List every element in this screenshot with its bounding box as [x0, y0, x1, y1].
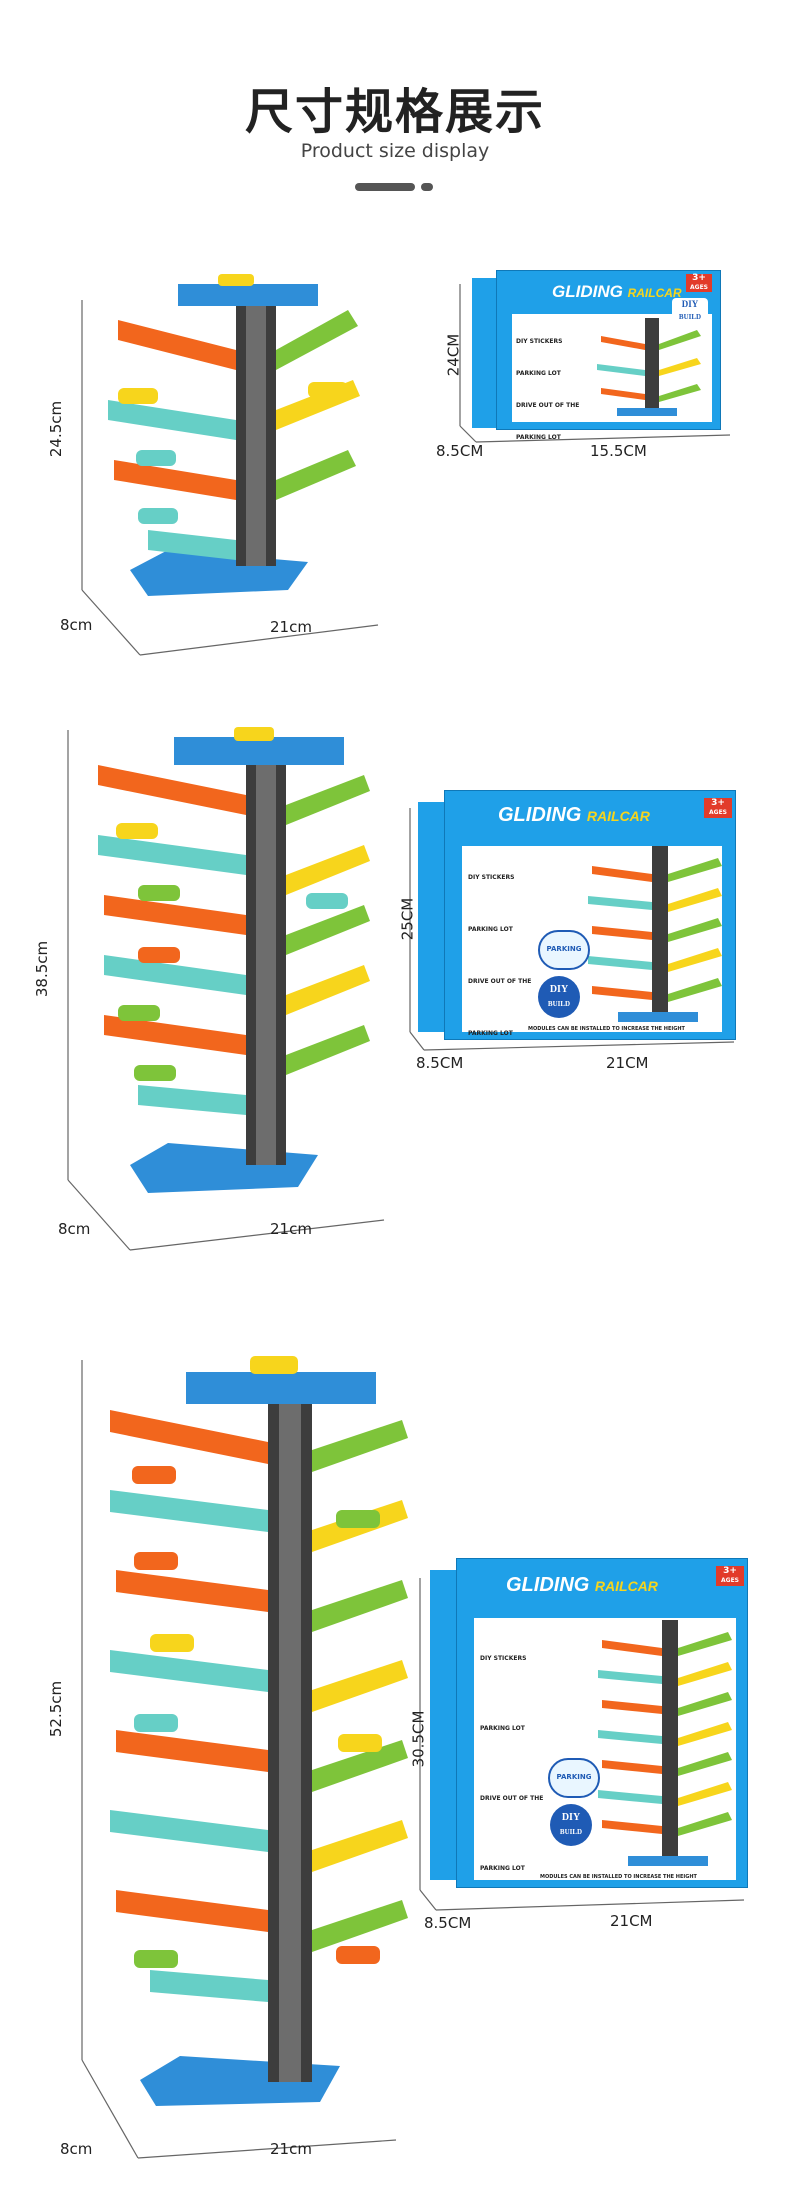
- box-height-label: 30.5CM: [409, 1710, 428, 1768]
- page-subtitle: Product size display: [300, 140, 490, 162]
- box-dimension-lines: [419, 1578, 745, 1911]
- box-dimension-lines: [459, 284, 731, 443]
- toy-depth-label: 8cm: [60, 616, 93, 634]
- box-medium: GLIDING RAILCAR PARKING LOT DIY BUILD 3+…: [418, 790, 738, 1040]
- box-brand-line2: RAILCAR: [627, 286, 682, 300]
- box-width-label: 21CM: [610, 1912, 653, 1930]
- box-age-badge: 3+ AGES: [704, 798, 732, 818]
- box-age-value: 3+: [723, 1566, 737, 1576]
- toy-track-large: [110, 1356, 408, 2106]
- box-brand: GLIDING RAILCAR: [498, 804, 650, 827]
- box-age-label: AGES: [709, 809, 727, 816]
- toy-depth-label: 8cm: [60, 2140, 93, 2158]
- box-side-panel: [430, 1570, 456, 1880]
- toy-width-label: 21cm: [270, 1220, 312, 1238]
- box-width-label: 21CM: [606, 1054, 649, 1072]
- page-title: 尺寸规格展示: [244, 84, 545, 140]
- box-feature-1: DIY STICKERS: [516, 338, 563, 345]
- toy-dimension-lines: [81, 300, 379, 656]
- product-section-1: 24.5cm 8cm 21cm GLIDING: [0, 250, 790, 656]
- toy-dimension-lines: [81, 1360, 397, 2159]
- toy-width-label: 21cm: [270, 618, 312, 636]
- box-age-label: AGES: [721, 1577, 739, 1584]
- box-depth-label: 8.5CM: [416, 1054, 464, 1072]
- box-toy-artwork: [588, 846, 722, 1022]
- box-toy-artwork: [597, 318, 701, 416]
- box-feature-1: DIY STICKERS: [480, 1655, 527, 1662]
- box-feature-3: DRIVE OUT OF THE PARKING LOT: [516, 402, 580, 441]
- box-diy-line1: DIY: [549, 984, 569, 995]
- box-diy-line1: DIY: [561, 1812, 581, 1823]
- box-brand: GLIDING RAILCAR: [552, 282, 682, 302]
- divider-bar: [355, 183, 415, 191]
- box-height-label: 25CM: [398, 897, 417, 941]
- toy-width-label: 21cm: [270, 2140, 312, 2158]
- box-diy-line2: BUILD: [559, 1828, 583, 1836]
- box-diy-line2: BUILD: [678, 313, 702, 321]
- box-brand-line1: GLIDING: [498, 804, 582, 826]
- box-large: GLIDING RAILCAR PARKING LOT DIY BUILD: [430, 1558, 748, 1888]
- box-feature-2: PARKING LOT: [516, 370, 561, 377]
- box-brand-line2: RAILCAR: [586, 808, 650, 824]
- box-depth-label: 8.5CM: [424, 1914, 472, 1932]
- box-age-label: AGES: [690, 284, 708, 291]
- toy-dimension-lines: [67, 730, 385, 1251]
- box-feature-list: DIY STICKERS PARKING LOT DRIVE OUT OF TH…: [516, 326, 586, 454]
- box-age-value: 3+: [711, 798, 725, 808]
- title-divider: [355, 183, 439, 191]
- box-feature-2: PARKING LOT: [468, 926, 513, 933]
- box-brand-line2: RAILCAR: [594, 1578, 658, 1594]
- box-dimension-lines: [409, 808, 735, 1051]
- box-parking-badge: PARKING LOT: [538, 930, 590, 987]
- box-footnote: MODULES CAN BE INSTALLED TO INCREASE THE…: [540, 1874, 697, 1880]
- box-age-badge: 3+ AGES: [716, 1566, 744, 1586]
- box-feature-1: DIY STICKERS: [468, 874, 515, 881]
- box-toy-artwork: [598, 1620, 732, 1866]
- box-small: GLIDING RAILCAR DIY BUILD 3+ AGES DIY ST…: [472, 270, 722, 441]
- box-feature-list: DIY STICKERS PARKING LOT DRIVE OUT OF TH…: [468, 852, 538, 1060]
- box-diy-badge: DIY BUILD: [550, 1804, 592, 1846]
- box-footnote: MODULES CAN BE INSTALLED TO INCREASE THE…: [528, 1026, 685, 1032]
- box-brand: GLIDING RAILCAR: [506, 1574, 658, 1597]
- box-age-badge: 3+ AGES: [686, 274, 712, 292]
- box-feature-3: DRIVE OUT OF THE PARKING LOT: [480, 1795, 544, 1872]
- box-side-panel: [418, 802, 444, 1032]
- box-parking-badge: PARKING LOT: [548, 1758, 600, 1815]
- box-feature-2: PARKING LOT: [480, 1725, 525, 1732]
- toy-track-medium: [98, 727, 370, 1193]
- box-diy-line2: BUILD: [547, 1000, 571, 1008]
- box-age-value: 3+: [692, 273, 706, 283]
- toy-track-small: [108, 274, 360, 596]
- box-feature-list: DIY STICKERS PARKING LOT DRIVE OUT OF TH…: [480, 1624, 550, 1904]
- box-diy-line1: DIY: [681, 299, 699, 309]
- box-diy-badge: DIY BUILD: [538, 976, 580, 1018]
- box-width-label: 15.5CM: [590, 442, 647, 460]
- box-side-panel: [472, 278, 496, 428]
- divider-dot: [421, 183, 433, 191]
- box-feature-3: DRIVE OUT OF THE PARKING LOT: [468, 978, 532, 1037]
- box-brand-line1: GLIDING: [552, 282, 623, 301]
- box-diy-badge: DIY BUILD: [672, 298, 708, 326]
- box-depth-label: 8.5CM: [436, 442, 484, 460]
- box-white-panel: [474, 1618, 736, 1880]
- product-section-2: 38.5cm 8cm 21cm GLIDING RAI: [0, 720, 790, 1280]
- product-section-3: 52.5cm 8cm 21cm: [0, 1340, 790, 2180]
- box-height-label: 24CM: [444, 333, 463, 377]
- box-brand-line1: GLIDING: [506, 1574, 590, 1596]
- toy-depth-label: 8cm: [58, 1220, 91, 1238]
